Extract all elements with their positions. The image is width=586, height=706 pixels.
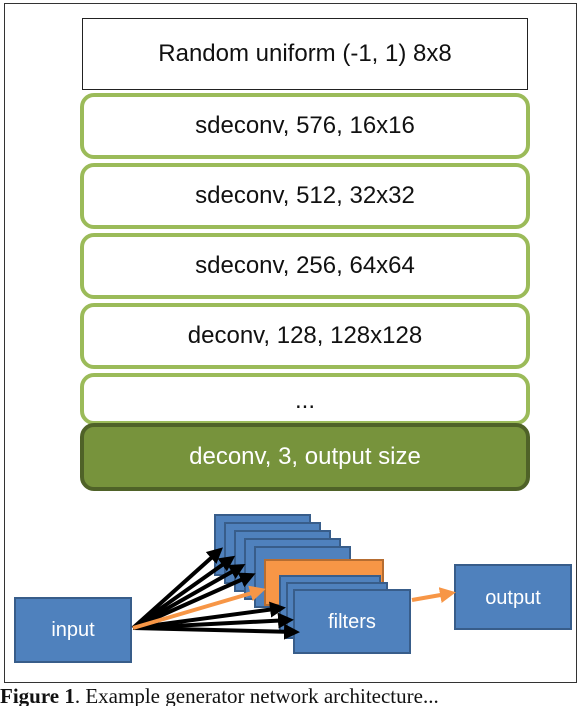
noise-input-label: Random uniform (-1, 1) 8x8 xyxy=(158,40,452,67)
caption-text: . Example generator network architecture… xyxy=(74,684,439,706)
layer-label: sdeconv, 512, 32x32 xyxy=(195,182,415,209)
arrow-black xyxy=(132,601,286,630)
arrow-black xyxy=(131,547,223,630)
conv-input-label: input xyxy=(51,619,95,641)
layer-sdeconv-512: sdeconv, 512, 32x32 xyxy=(80,163,530,229)
layer-label: deconv, 3, output size xyxy=(189,443,421,470)
layer-ellipsis: ... xyxy=(80,373,530,425)
layer-sdeconv-256: sdeconv, 256, 64x64 xyxy=(80,233,530,299)
layer-label: ... xyxy=(294,387,315,414)
figure-caption: Figure 1. Example generator network arch… xyxy=(0,684,586,706)
filters-label: filters xyxy=(328,611,376,633)
conv-output-label: output xyxy=(485,587,541,609)
filter-stack xyxy=(214,514,411,654)
layer-label: sdeconv, 576, 16x16 xyxy=(195,112,415,139)
noise-input-box: Random uniform (-1, 1) 8x8 xyxy=(82,18,528,90)
arrow-black xyxy=(132,623,300,640)
filter-box-front xyxy=(293,589,411,654)
input-to-filter-arrows xyxy=(131,547,300,640)
conv-output-box xyxy=(454,564,572,630)
arrow-black xyxy=(132,564,246,630)
arrow-black xyxy=(132,572,256,630)
figure-frame xyxy=(4,3,577,683)
caption-label: Figure 1 xyxy=(0,684,75,706)
conv-input-box xyxy=(14,597,132,663)
layer-label: deconv, 128, 128x128 xyxy=(187,322,423,349)
layer-deconv-output: deconv, 3, output size xyxy=(80,423,530,491)
layer-label: sdeconv, 256, 64x64 xyxy=(195,252,415,279)
layer-deconv-128: deconv, 128, 128x128 xyxy=(80,303,530,369)
layer-sdeconv-576: sdeconv, 576, 16x16 xyxy=(80,93,530,159)
filter-to-output-arrow xyxy=(411,587,456,603)
input-to-highlighted-filter-arrow xyxy=(132,585,266,630)
